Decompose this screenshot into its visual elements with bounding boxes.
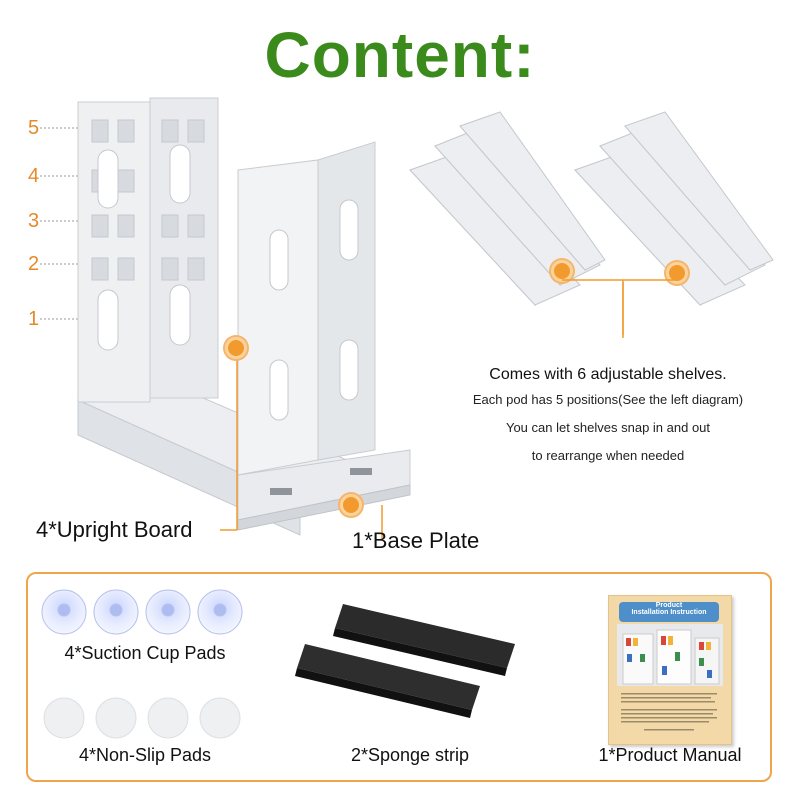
shelves-desc-line2: You can let shelves snap in and out [505, 420, 711, 435]
accessories-panel [26, 572, 772, 782]
upright-board-label: 4*Upright Board [36, 517, 193, 542]
shelves-desc-line3: to rearrange when needed [531, 448, 685, 463]
position-2: 2 [28, 253, 40, 275]
page-title: Content: [264, 19, 536, 91]
sponge-strip-icons [295, 604, 515, 718]
position-1: 1 [28, 308, 40, 330]
shelves-desc-line1: Each pod has 5 positions(See the left di… [472, 392, 744, 407]
product-manual-label: 1*Product Manual [598, 745, 742, 765]
base-plate-label: 1*Base Plate [352, 528, 480, 553]
position-5: 5 [28, 117, 40, 139]
shelves-heading: Comes with 6 adjustable shelves. [489, 366, 727, 383]
manual-title-line1: Product [655, 602, 683, 609]
shelf-marker-right [666, 262, 688, 284]
position-3: 3 [28, 210, 40, 232]
upright-board-marker [225, 337, 247, 359]
sponge-strip-label: 2*Sponge strip [350, 745, 470, 765]
manual-cover-photo [617, 624, 723, 686]
shelf-connector-lines [562, 279, 675, 338]
suction-cup-icons [41, 589, 243, 635]
non-slip-pad-label: 4*Non-Slip Pads [78, 745, 212, 765]
manual-text-lines [621, 693, 717, 731]
upright-board-illustration [40, 97, 411, 540]
base-plate-marker [340, 494, 362, 516]
product-manual-image: Product Installation Instruction [608, 595, 732, 745]
position-4: 4 [28, 165, 40, 187]
manual-title-banner: Product Installation Instruction [619, 602, 719, 622]
shelves-illustration [409, 111, 774, 335]
manual-title-line2: Installation Instruction [631, 609, 707, 616]
non-slip-pad-icons [43, 697, 241, 739]
suction-cup-label: 4*Suction Cup Pads [64, 643, 226, 663]
